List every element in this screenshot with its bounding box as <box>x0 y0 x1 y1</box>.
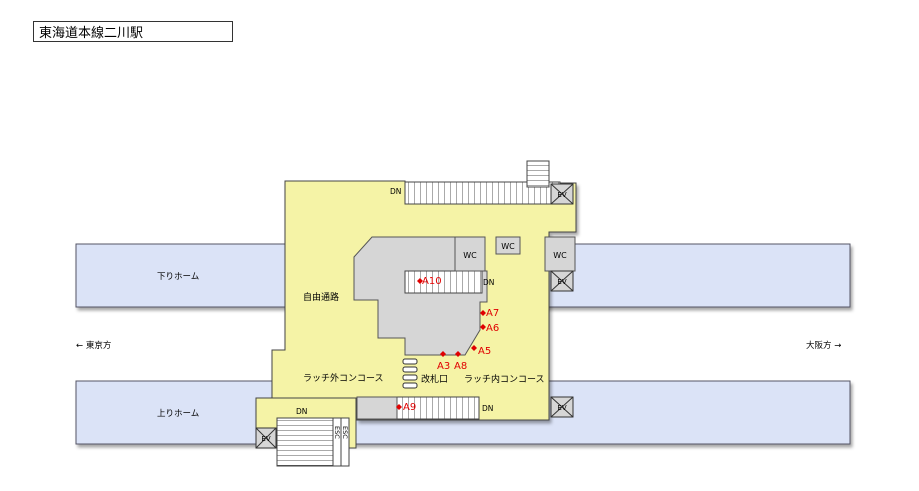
svg-text:EV: EV <box>261 435 270 443</box>
dn-label-south: DN <box>296 407 307 416</box>
north-stairs-top <box>526 160 550 188</box>
exit-marker-a3 <box>440 351 446 357</box>
wc-box-1: WC <box>454 236 486 272</box>
exit-marker-a6 <box>480 324 486 330</box>
area-outer-concourse: ラッチ外コンコース <box>303 372 384 384</box>
area-ticket-gate: 改札口 <box>421 373 448 385</box>
exit-label-a7: A7 <box>486 308 499 319</box>
svg-text:WC: WC <box>553 251 567 260</box>
exit-marker-a7 <box>480 310 486 316</box>
ticket-gate-icon <box>402 358 418 389</box>
dn-label-down-platform: DN <box>483 278 494 287</box>
wc-box-2: WC <box>495 236 521 255</box>
dn-label-up-platform: DN <box>482 404 493 413</box>
exit-marker-a8 <box>455 351 461 357</box>
direction-east: 大阪方 → <box>806 340 841 351</box>
exit-label-a10: A10 <box>422 276 442 287</box>
direction-west: ← 東京方 <box>76 340 111 351</box>
escalator-2 <box>340 417 350 467</box>
south-exit-stairs <box>276 417 334 467</box>
area-free-passage: 自由通路 <box>303 291 339 303</box>
esc-label-2: ESC <box>341 426 349 439</box>
exit-marker-a9 <box>396 404 402 410</box>
elevator-up-platform: EV <box>550 396 574 418</box>
svg-text:WC: WC <box>463 251 477 260</box>
dn-label-north: DN <box>390 187 401 196</box>
down-platform-stairs <box>404 270 483 294</box>
svg-text:WC: WC <box>501 242 515 251</box>
exit-marker-a5 <box>471 345 477 351</box>
esc-label-1: ESC <box>333 426 341 439</box>
station-title: 東海道本線二川駅 <box>33 21 233 42</box>
exit-label-a9: A9 <box>403 402 416 413</box>
svg-text:EV: EV <box>557 278 566 286</box>
exit-marker-a10 <box>417 278 423 284</box>
exit-label-a6: A6 <box>486 323 499 334</box>
exit-label-a3: A3 <box>437 361 450 372</box>
exit-label-a8: A8 <box>454 361 467 372</box>
platform-label-down: 下りホーム <box>157 272 199 282</box>
wc-box-3: WC <box>544 236 576 272</box>
exit-label-a5: A5 <box>478 346 491 357</box>
area-inner-concourse: ラッチ内コンコース <box>464 373 545 385</box>
elevator-north: EV <box>550 183 574 205</box>
platform-label-up: 上りホーム <box>157 409 199 419</box>
svg-text:EV: EV <box>557 191 566 199</box>
elevator-down-platform: EV <box>550 270 574 292</box>
up-platform-stairs-gray <box>356 396 398 420</box>
elevator-south: EV <box>255 427 277 449</box>
svg-text:EV: EV <box>557 404 566 412</box>
